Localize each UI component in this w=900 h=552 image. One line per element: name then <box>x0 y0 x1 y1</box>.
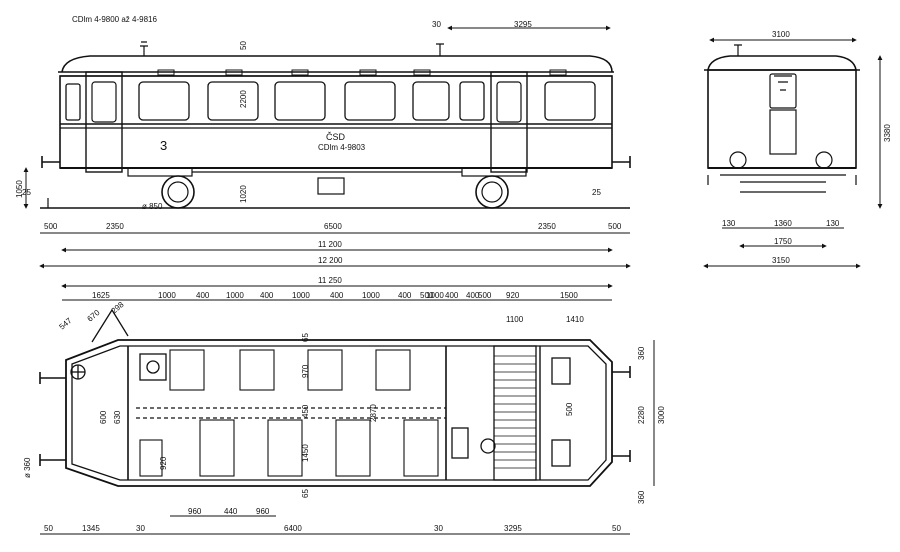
dim-total-length: 12 200 <box>318 256 343 265</box>
dim-plan-1100: 1100 <box>506 315 524 324</box>
wheel-diameter-label: ø 850 <box>142 202 163 211</box>
dim-row-970: 970 <box>301 364 310 378</box>
dim-plan-500-a: 500 <box>420 291 434 300</box>
dim-plan-overall: 11 250 <box>318 276 342 285</box>
dim-wheelbase: 6500 <box>324 222 342 231</box>
dim-plan-400-a: 400 <box>196 291 210 300</box>
dim-overhang-right: 500 <box>608 222 622 231</box>
dim-bottom-440: 440 <box>224 507 238 516</box>
dim-bottom-1345: 1345 <box>82 524 100 533</box>
dim-plan-1500: 1500 <box>560 291 578 300</box>
dim-plan-1000-b: 1000 <box>226 291 244 300</box>
dim-plan-1410: 1410 <box>566 315 584 324</box>
dim-plan-1000-e: 1000 <box>426 291 444 300</box>
dim-plan-1000-c: 1000 <box>292 291 310 300</box>
drawing-title: CDlm 4-9800 až 4-9816 <box>72 15 157 24</box>
dim-bottom-30-left: 30 <box>136 524 145 533</box>
dim-right-2280: 2280 <box>637 406 646 424</box>
dim-plan-400-e: 400 <box>466 291 480 300</box>
end-view <box>704 44 860 193</box>
dim-plan-400-f: 400 <box>445 291 459 300</box>
dim-plan-920: 920 <box>506 291 520 300</box>
car-number: CDlm 4-9803 <box>318 143 366 152</box>
dim-buffer-25-left: 25 <box>22 188 31 197</box>
dim-window-2200: 2200 <box>239 90 248 108</box>
dim-door-3295: 3295 <box>514 20 532 29</box>
dim-plan-400-c: 400 <box>330 291 344 300</box>
dim-bogie-left: 2350 <box>106 222 124 231</box>
operator-mark: ČSD <box>326 132 346 142</box>
dim-bottom-960-a: 960 <box>188 507 202 516</box>
plan-view-dimensions: 11 250 1625 1000 400 1000 400 1000 400 1… <box>23 276 666 535</box>
dim-end-axle: 1750 <box>774 237 792 246</box>
dim-buffer-360: ø 360 <box>23 457 32 478</box>
dim-bottom-3295: 3295 <box>504 524 522 533</box>
class-mark: 3 <box>160 138 167 153</box>
dim-door-30: 30 <box>432 20 441 29</box>
plan-view <box>39 308 631 487</box>
dim-cab-298: 298 <box>110 300 126 316</box>
dim-seat-920: 920 <box>159 456 168 470</box>
dim-plan-1000-a: 1000 <box>158 291 176 300</box>
dim-end-gauge: 1360 <box>774 219 792 228</box>
dim-bottom-6400: 6400 <box>284 524 302 533</box>
dim-step-600: 600 <box>99 410 108 424</box>
dim-bottom-50-left: 50 <box>44 524 53 533</box>
dim-plan-1000-d: 1000 <box>362 291 380 300</box>
end-view-dimensions: 3100 3380 130 1360 130 1750 3150 <box>703 30 892 269</box>
dim-end-height: 3380 <box>883 124 892 142</box>
dim-bottom-50-right: 50 <box>612 524 621 533</box>
dim-plan-500-b: 500 <box>478 291 492 300</box>
dim-body-length: 11 200 <box>318 240 342 249</box>
dim-floor-1020: 1020 <box>239 185 248 203</box>
dim-cab-547: 547 <box>58 316 74 332</box>
dim-row-1450: 1450 <box>301 444 310 462</box>
dim-right-360-bottom: 360 <box>637 490 646 504</box>
dim-plan-1625: 1625 <box>92 291 110 300</box>
dim-plan-400-d: 400 <box>398 291 412 300</box>
dim-height-1050: 1050 <box>15 180 24 198</box>
dim-step-630: 630 <box>113 410 122 424</box>
side-view-dimensions: 1050 25 25 50 2200 1020 30 3295 500 2350… <box>15 20 631 269</box>
dim-aisle-450: 450 <box>301 404 310 418</box>
dim-end-width-top: 3100 <box>772 30 790 39</box>
dim-door-500: 500 <box>565 402 574 416</box>
dim-aisle-65-top: 65 <box>301 333 310 342</box>
dim-inner-2870: 2870 <box>369 404 378 422</box>
dim-end-130-left: 130 <box>722 219 736 228</box>
dim-buffer-25-right: 25 <box>592 188 601 197</box>
dim-plan-400-b: 400 <box>260 291 274 300</box>
dim-aisle-65-bottom: 65 <box>301 489 310 498</box>
dim-bottom-30-right: 30 <box>434 524 443 533</box>
dim-bogie-right: 2350 <box>538 222 556 231</box>
dim-overhang-left: 500 <box>44 222 58 231</box>
dim-cab-670: 670 <box>86 308 102 324</box>
dim-right-3000: 3000 <box>657 406 666 424</box>
dim-end-width-bottom: 3150 <box>772 256 790 265</box>
dim-roof-50: 50 <box>239 41 248 50</box>
side-view <box>40 41 631 209</box>
dim-right-360-top: 360 <box>637 346 646 360</box>
dim-bottom-960-b: 960 <box>256 507 270 516</box>
dim-end-130-right: 130 <box>826 219 840 228</box>
